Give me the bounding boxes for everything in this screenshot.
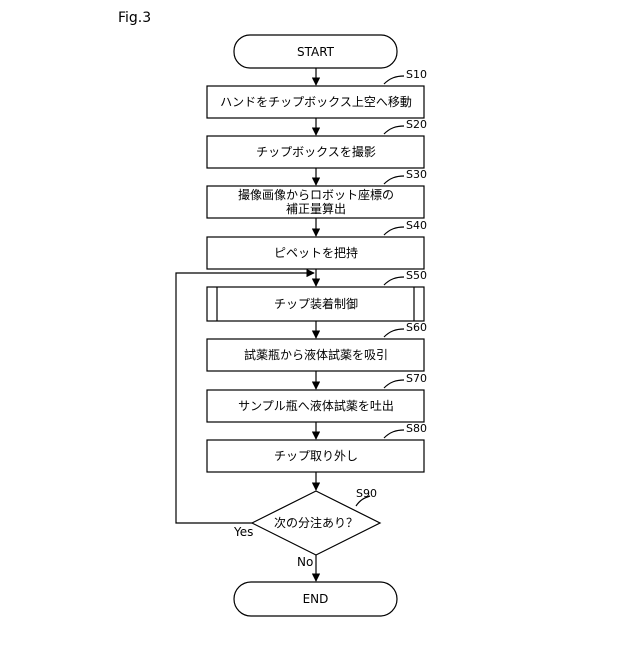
step-tag-leader — [384, 277, 404, 285]
step-tag-leader — [384, 126, 404, 134]
step-tag-leader — [384, 380, 404, 388]
process-text: 補正量算出 — [286, 201, 346, 216]
start-label: START — [297, 45, 335, 59]
process-text: 試薬瓶から液体試薬を吸引 — [244, 347, 388, 362]
step-tag-leader — [384, 76, 404, 84]
step-tag: S40 — [406, 219, 427, 232]
step-tag: S80 — [406, 422, 427, 435]
process-text: チップ取り外し — [274, 449, 358, 463]
process-text: ピペットを把持 — [274, 245, 358, 260]
process-step-s20: チップボックスを撮影 S20 — [207, 118, 427, 168]
process-text: サンプル瓶へ液体試薬を吐出 — [238, 398, 394, 413]
step-tag-leader — [384, 430, 404, 438]
no-label: No — [297, 555, 313, 569]
process-text: チップ装着制御 — [274, 296, 358, 311]
end-label: END — [303, 592, 329, 606]
decision-node: 次の分注あり？ S90 Yes No — [233, 487, 380, 569]
process-step-s80: チップ取り外し S80 — [207, 422, 427, 472]
step-tag: S60 — [406, 321, 427, 334]
process-steps: ハンドをチップボックス上空へ移動 S10 チップボックスを撮影 S20 撮像画像からロボ… — [207, 68, 427, 472]
step-tag: S30 — [406, 168, 427, 181]
step-tag: S20 — [406, 118, 427, 131]
step-tag-leader — [384, 176, 404, 184]
step-tag: S10 — [406, 68, 427, 81]
process-step-s50: チップ装着制御 S50 — [207, 269, 427, 321]
figure-label: Fig.3 — [118, 10, 151, 26]
decision-step-tag: S90 — [356, 487, 377, 500]
start-terminator: START — [234, 35, 397, 68]
process-text: 撮像画像からロボット座標の — [238, 187, 394, 202]
process-step-s70: サンプル瓶へ液体試薬を吐出 S70 — [207, 372, 427, 422]
decision-text: 次の分注あり？ — [274, 515, 358, 530]
end-terminator: END — [234, 582, 397, 616]
step-tag-leader — [384, 329, 404, 337]
process-step-s10: ハンドをチップボックス上空へ移動 S10 — [207, 68, 427, 118]
process-step-s30: 撮像画像からロボット座標の補正量算出 S30 — [207, 168, 427, 218]
process-step-s60: 試薬瓶から液体試薬を吸引 S60 — [207, 321, 427, 371]
step-tag: S50 — [406, 269, 427, 282]
process-step-s40: ピペットを把持 S40 — [207, 219, 427, 269]
step-tag-leader — [384, 227, 404, 235]
process-text: チップボックスを撮影 — [256, 145, 376, 159]
process-text: ハンドをチップボックス上空へ移動 — [220, 95, 412, 109]
step-tag: S70 — [406, 372, 427, 385]
yes-label: Yes — [233, 525, 253, 539]
